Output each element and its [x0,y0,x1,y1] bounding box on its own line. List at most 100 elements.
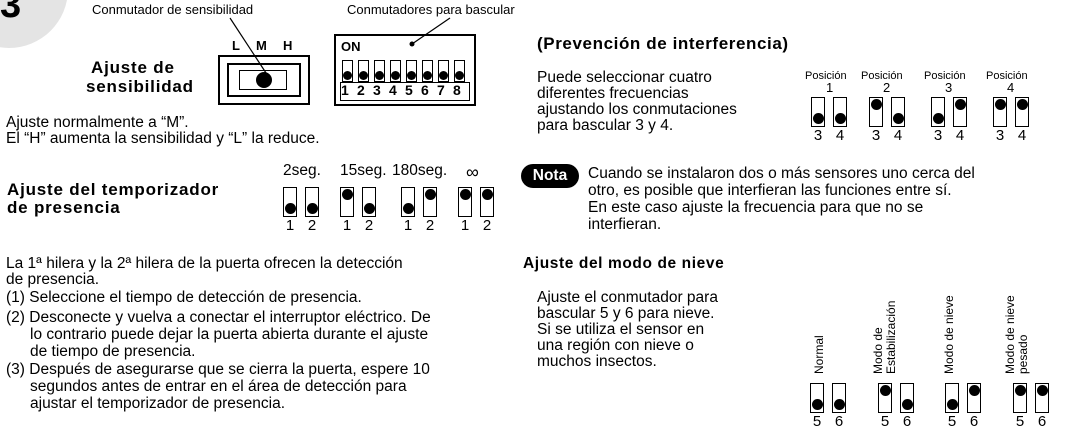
timer-option-2seg: 2seg. [283,162,321,179]
snow-sw [878,383,892,413]
dip-switch-3 [374,60,385,82]
dip-dot [423,71,432,80]
callout-sensitivity-switch: Conmutador de sensibilidad [92,2,254,17]
timer-sw [480,187,494,217]
timer-sw-num: 1 [460,217,470,234]
dip-switch-8 [454,60,465,82]
timer-option-180seg: 180seg. [392,162,448,179]
sw-dot [481,189,493,200]
sensitivity-note-line2: El “H” aumenta la sensibilidad y “L” la … [6,130,320,147]
freq-sw [869,97,883,127]
dip-switch-5 [406,60,417,82]
dip-switch-4 [390,60,401,82]
snow-sw [1035,383,1049,413]
dip-dot [407,71,416,80]
position-label: Posición [986,70,1028,82]
sw-dot [870,99,882,110]
snow-title: Ajuste del modo de nieve [523,255,725,272]
snow-mode-normal: Normal [812,335,826,374]
nota-line: Cuando se instalaron dos o más sensores … [588,165,975,182]
sensitivity-switch-frame [218,55,310,105]
snow-sw-num: 5 [1015,413,1025,430]
sw-dot [1016,99,1028,110]
freq-sw [931,97,945,127]
dip-num: 7 [437,82,445,98]
interference-text-line: Puede seleccionar cuatro [537,69,712,86]
sw-dot [284,203,296,214]
position-label: Posición [861,70,903,82]
sw-dot [954,99,966,110]
sensitivity-knob [256,72,272,88]
timer-sw-num: 2 [364,217,374,234]
timer-sw [340,187,354,217]
freq-sw-num: 3 [995,127,1005,144]
freq-sw-num: 4 [835,127,845,144]
dip-switch-7 [438,60,449,82]
sw-dot [811,399,823,410]
snow-sw [967,383,981,413]
sw-dot [1014,385,1026,396]
scale-m: M [256,38,267,53]
section-number: 3 [0,0,22,26]
sensitivity-switch-inner [227,63,301,97]
freq-sw [811,97,825,127]
position-number: 3 [945,80,953,95]
sw-dot [834,113,846,124]
dip-num: 5 [405,82,413,98]
sensitivity-title-line2: sensibilidad [86,77,194,96]
snow-sw [900,383,914,413]
nota-line: En este caso ajuste la frecuencia para q… [588,199,924,216]
snow-sw [832,383,846,413]
snow-text-line: bascular 5 y 6 para nieve. [537,305,715,322]
nota-line: otro, es posible que interfieran las fun… [588,182,952,199]
nota-line: interfieran. [588,216,662,233]
freq-sw-num: 4 [955,127,965,144]
freq-sw-num: 3 [933,127,943,144]
interference-text-line: para bascular 3 y 4. [537,117,674,134]
position-number: 2 [883,80,891,95]
snow-sw [810,383,824,413]
sensitivity-slot [239,70,287,90]
timer-sw-num: 1 [342,217,352,234]
snow-sw [945,383,959,413]
sw-dot [459,189,471,200]
snow-mode-line: pesado [1016,334,1030,374]
scale-l: L [232,38,240,53]
sw-dot [306,203,318,214]
snow-mode-line: Estabilización [884,300,898,374]
position-label: Posición [805,70,847,82]
interference-text-line: diferentes frecuencias [537,85,689,102]
freq-sw [891,97,905,127]
timer-sw-num: 2 [482,217,492,234]
timer-sw-num: 1 [285,217,295,234]
dip-num: 1 [341,82,349,98]
snow-sw-num: 6 [902,413,912,430]
detection-step3-line1: (3) Después de asegurarse que se cierra … [6,361,430,378]
snow-sw-num: 6 [969,413,979,430]
dip-dot [391,71,400,80]
scale-h: H [283,38,293,53]
sensitivity-note-line1: Ajuste normalmente a “M”. [6,114,189,131]
timer-sw-num: 2 [425,217,435,234]
detection-step2-line3: de tiempo de presencia. [30,343,196,360]
position-number: 4 [1007,80,1015,95]
snow-sw-num: 6 [834,413,844,430]
sw-dot [879,385,891,396]
timer-option-infinite: ∞ [466,162,479,182]
detection-step3-line2: segundos antes de entrar en el área de d… [30,378,407,395]
sw-dot [363,203,375,214]
snow-text-line: una región con nieve o [537,337,694,354]
snow-mode-line: Modo de nieve [942,295,956,374]
snow-mode-snow: Modo de nieve [942,295,956,374]
sw-dot [994,99,1006,110]
snow-text-line: Ajuste el conmutador para [537,289,718,306]
position-number: 1 [826,80,834,95]
dip-dot [375,71,384,80]
dip-dot [455,71,464,80]
detection-step2-line1: (2) Desconecte y vuelva a conectar el in… [6,309,431,326]
timer-sw-num: 1 [403,217,413,234]
sw-dot [1036,385,1048,396]
timer-sw [423,187,437,217]
timer-sw [458,187,472,217]
